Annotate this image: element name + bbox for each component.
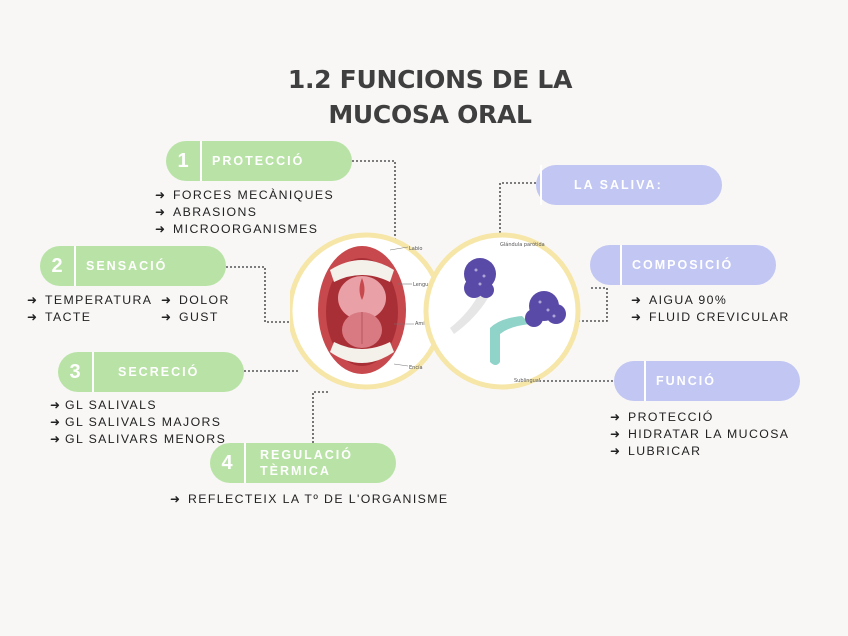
label-composicio: COMPOSICIÓ	[632, 258, 734, 272]
mouth-label-6: Encía	[409, 364, 423, 371]
list-proteccio: ➜FORCES MECÀNIQUES ➜ABRASIONS ➜MICROORGA…	[155, 187, 334, 238]
list-secrecio: ➜GL SALIVALS ➜GL SALIVALS MAJORS ➜GL SAL…	[50, 397, 226, 448]
list-item: ➜DOLOR	[161, 293, 230, 307]
pill-divider	[644, 361, 646, 401]
pill-divider	[620, 245, 622, 285]
arrow-right-icon: ➜	[50, 398, 61, 412]
arrow-right-icon: ➜	[161, 310, 172, 324]
arrow-right-icon: ➜	[610, 427, 621, 441]
list-item: ➜PROTECCIÓ	[610, 410, 714, 424]
label-sensacio: SENSACIÓ	[86, 259, 168, 273]
arrow-right-icon: ➜	[27, 310, 38, 324]
connector-saliva	[499, 182, 536, 243]
pill-funcio: FUNCIÓ	[614, 361, 800, 401]
list-item: ➜HIDRATAR LA MUCOSA	[610, 427, 790, 441]
list-item: ➜REFLECTEIX LA Tº DE L'ORGANISME	[170, 492, 449, 506]
arrow-right-icon: ➜	[50, 415, 61, 429]
pill-divider	[540, 165, 542, 205]
number-2: 2	[40, 246, 76, 286]
mouth-label-1: Labio	[409, 246, 422, 252]
list-funcio: ➜PROTECCIÓ ➜HIDRATAR LA MUCOSA ➜LUBRICAR	[610, 409, 789, 460]
list-item: ➜AIGUA 90%	[631, 293, 728, 307]
glands-circle	[423, 232, 581, 390]
list-item: ➜FORCES MECÀNIQUES	[155, 188, 335, 202]
list-item: ➜TACTE	[27, 310, 92, 324]
number-4: 4	[210, 443, 246, 483]
gland-label-1: Glándula parótida	[500, 241, 545, 248]
connector-composicio	[578, 287, 608, 322]
arrow-right-icon: ➜	[631, 293, 642, 307]
label-funcio: FUNCIÓ	[656, 374, 716, 388]
arrow-right-icon: ➜	[610, 410, 621, 424]
pill-regulacio-termica: 4 REGULACIÓ TÈRMICA	[210, 443, 396, 483]
label-secrecio: SECRECIÓ	[118, 365, 200, 379]
mouth-icon	[318, 246, 406, 374]
oral-anatomy-illustration: Labio Lengua Amígdala Encía Glándula par…	[290, 232, 581, 390]
arrow-right-icon: ➜	[50, 432, 61, 446]
number-1: 1	[166, 141, 202, 181]
title-line-1: 1.2 FUNCIONS DE LA	[287, 65, 573, 94]
list-item: ➜GUST	[161, 310, 219, 324]
number-3: 3	[58, 352, 94, 392]
mouth-label-3: Lengua	[413, 282, 431, 288]
label-la-saliva: LA SALIVA:	[574, 178, 663, 192]
list-item: ➜ABRASIONS	[155, 205, 258, 219]
list-item: ➜TEMPERATURA	[27, 293, 153, 307]
page-title: 1.2 FUNCIONS DE LA MUCOSA ORAL	[260, 62, 600, 132]
pill-secrecio: 3 SECRECIÓ	[58, 352, 244, 392]
list-item: ➜GL SALIVALS	[50, 398, 157, 412]
salivary-glands-icon	[450, 258, 566, 365]
connector-regulacio	[312, 391, 330, 455]
pill-composicio: COMPOSICIÓ	[590, 245, 776, 285]
arrow-right-icon: ➜	[155, 188, 166, 202]
pill-sensacio: 2 SENSACIÓ	[40, 246, 226, 286]
arrow-right-icon: ➜	[610, 444, 621, 458]
list-item: ➜MICROORGANISMES	[155, 222, 319, 236]
label-regulacio-termica: REGULACIÓ TÈRMICA	[246, 447, 353, 479]
list-sensacio-col2: ➜DOLOR ➜GUST	[161, 292, 230, 326]
list-item: ➜GL SALIVARS MENORS	[50, 432, 227, 446]
connector-sensacio	[226, 266, 300, 323]
arrow-right-icon: ➜	[155, 205, 166, 219]
arrow-right-icon: ➜	[161, 293, 172, 307]
list-regulacio: ➜REFLECTEIX LA Tº DE L'ORGANISME	[170, 491, 448, 508]
arrow-right-icon: ➜	[170, 492, 181, 506]
list-item: ➜GL SALIVALS MAJORS	[50, 415, 222, 429]
pill-la-saliva: LA SALIVA:	[536, 165, 722, 205]
label-proteccio: PROTECCIÓ	[212, 154, 305, 168]
label-line-2: TÈRMICA	[260, 464, 331, 478]
list-item: ➜FLUID CREVICULAR	[631, 310, 790, 324]
arrow-right-icon: ➜	[631, 310, 642, 324]
title-line-2: MUCOSA ORAL	[328, 100, 532, 129]
pill-proteccio: 1 PROTECCIÓ	[166, 141, 352, 181]
list-composicio: ➜AIGUA 90% ➜FLUID CREVICULAR	[631, 292, 790, 326]
arrow-right-icon: ➜	[27, 293, 38, 307]
gland-label-3: Sublingual	[514, 378, 540, 384]
arrow-right-icon: ➜	[155, 222, 166, 236]
list-item: ➜LUBRICAR	[610, 444, 702, 458]
label-line-1: REGULACIÓ	[260, 448, 353, 462]
list-sensacio-col1: ➜TEMPERATURA ➜TACTE	[27, 292, 152, 326]
